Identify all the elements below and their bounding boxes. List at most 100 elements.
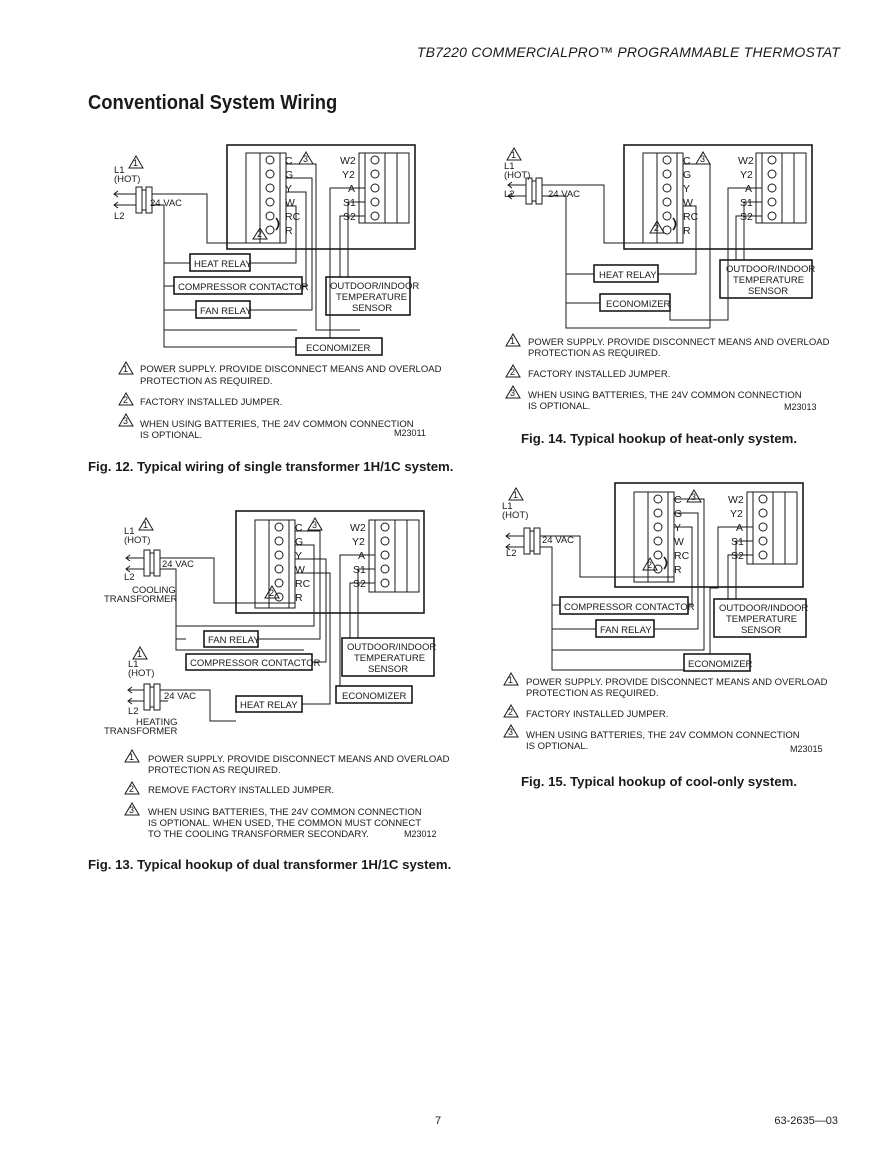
svg-text:G: G [683, 169, 691, 181]
svg-text:24 VAC: 24 VAC [542, 535, 574, 546]
svg-text:IS OPTIONAL.: IS OPTIONAL. [528, 401, 590, 412]
fig13-diagram: C G Y W RC R 2 3 W2 Y2 A S1 S2 1 L1 (HOT… [100, 508, 450, 843]
fig13-caption: Fig. 13. Typical hookup of dual transfor… [88, 857, 452, 872]
note2-marker: 2 [257, 229, 262, 239]
svg-text:POWER SUPPLY. PROVIDE DISCONN: POWER SUPPLY. PROVIDE DISCONNECT MEANS A… [528, 337, 830, 348]
fig12-notes: 1 POWER SUPPLY. PROVIDE DISCONNECT MEANS… [118, 361, 442, 441]
terminal-a: A [348, 183, 355, 195]
svg-text:ECONOMIZER: ECONOMIZER [606, 299, 671, 310]
svg-text:W: W [295, 564, 305, 576]
svg-text:W2: W2 [350, 522, 366, 534]
fig14-diagram: C G Y W RC R 2 3 W2 Y2 A S1 S2 1 L1 (HOT… [500, 140, 830, 415]
svg-text:R: R [683, 225, 691, 237]
compressor-contactor-label: COMPRESSOR CONTACTOR [178, 282, 309, 293]
page-number: 7 [435, 1115, 442, 1127]
svg-text:IS OPTIONAL.: IS OPTIONAL. [140, 430, 202, 441]
svg-text:ECONOMIZER: ECONOMIZER [342, 691, 407, 702]
svg-text:Y: Y [295, 550, 302, 562]
svg-text:S2: S2 [731, 550, 744, 562]
svg-text:C: C [683, 155, 691, 167]
svg-text:IS OPTIONAL.: IS OPTIONAL. [526, 741, 588, 752]
fig14-code: M23013 [784, 402, 817, 412]
svg-text:3: 3 [510, 388, 515, 398]
svg-text:G: G [295, 536, 303, 548]
svg-text:OUTDOOR/INDOOR: OUTDOOR/INDOOR [726, 264, 815, 275]
svg-text:OUTDOOR/INDOOR: OUTDOOR/INDOOR [330, 281, 419, 292]
economizer-label: ECONOMIZER [306, 343, 371, 354]
fan-relay-label: FAN RELAY [200, 306, 252, 317]
vac-label: 24 VAC [150, 198, 182, 209]
fig15-wiring-svg: C G Y W RC R 2 3 W2 Y2 A S1 S2 1 L1 (HOT… [502, 482, 828, 754]
svg-text:TRANSFORMER: TRANSFORMER [104, 594, 178, 605]
svg-text:L1: L1 [504, 161, 515, 172]
svg-text:L2: L2 [506, 548, 517, 559]
svg-text:S1: S1 [731, 536, 744, 548]
svg-text:1: 1 [137, 649, 142, 659]
terminal-w: W [285, 197, 295, 209]
note3-marker: 3 [303, 154, 308, 164]
sensor-box [325, 276, 411, 316]
svg-text:WHEN USING BATTERIES, THE 24V: WHEN USING BATTERIES, THE 24V COMMON CON… [528, 390, 802, 401]
fig14-wiring-svg: C G Y W RC R 2 3 W2 Y2 A S1 S2 1 L1 (HOT… [504, 144, 830, 412]
svg-text:POWER SUPPLY. PROVIDE DISCONN: POWER SUPPLY. PROVIDE DISCONNECT MEANS A… [526, 677, 828, 688]
svg-text:R: R [674, 564, 682, 576]
svg-text:L2: L2 [128, 706, 139, 717]
svg-text:PROTECTION AS REQUIRED.: PROTECTION AS REQUIRED. [148, 765, 281, 776]
svg-text:1: 1 [123, 364, 128, 374]
svg-text:OUTDOOR/INDOOR: OUTDOOR/INDOOR [347, 642, 436, 653]
svg-text:COMPRESSOR CONTACTOR: COMPRESSOR CONTACTOR [564, 602, 695, 613]
terminal-y2: Y2 [342, 169, 355, 181]
svg-text:WHEN USING BATTERIES, THE 24V: WHEN USING BATTERIES, THE 24V COMMON CON… [526, 730, 800, 741]
svg-text:OUTDOOR/INDOOR: OUTDOOR/INDOOR [719, 603, 808, 614]
fig12-wiring-svg: C G Y W RC R 2 3 W2 Y2 A S1 S2 1 L1 (HOT… [113, 144, 442, 441]
svg-text:Y2: Y2 [740, 169, 753, 181]
hot-label: (HOT) [114, 174, 140, 185]
svg-text:TEMPERATURE: TEMPERATURE [354, 653, 425, 664]
svg-text:(HOT): (HOT) [124, 535, 150, 546]
svg-text:24 VAC: 24 VAC [164, 691, 196, 702]
svg-text:Y2: Y2 [730, 508, 743, 520]
svg-text:(HOT): (HOT) [128, 668, 154, 679]
svg-text:3: 3 [691, 492, 696, 502]
svg-text:3: 3 [508, 727, 513, 737]
svg-text:FAN RELAY: FAN RELAY [208, 635, 260, 646]
svg-text:L2: L2 [124, 572, 135, 583]
svg-text:COOLING: COOLING [132, 585, 176, 596]
svg-text:2: 2 [123, 395, 128, 405]
fig12-caption: Fig. 12. Typical wiring of single transf… [88, 459, 454, 474]
svg-text:3: 3 [129, 805, 134, 815]
section-title: Conventional System Wiring [88, 92, 338, 114]
svg-text:2: 2 [269, 588, 274, 598]
svg-text:1: 1 [510, 336, 515, 346]
svg-text:S2: S2 [740, 211, 753, 223]
svg-text:3: 3 [312, 520, 317, 530]
svg-text:TEMPERATURE: TEMPERATURE [726, 614, 797, 625]
svg-text:HEATING: HEATING [136, 717, 178, 728]
svg-text:2: 2 [508, 707, 513, 717]
svg-text:1: 1 [508, 675, 513, 685]
svg-text:W2: W2 [738, 155, 754, 167]
terminal-r: R [285, 225, 293, 237]
svg-text:COMPRESSOR CONTACTOR: COMPRESSOR CONTACTOR [190, 658, 321, 669]
fig12-code: M23011 [394, 428, 426, 438]
svg-text:Y: Y [674, 522, 681, 534]
fig15-caption: Fig. 15. Typical hookup of cool-only sys… [521, 774, 798, 789]
svg-text:W: W [683, 197, 693, 209]
svg-text:FACTORY INSTALLED JUMPER.: FACTORY INSTALLED JUMPER. [140, 397, 282, 408]
svg-text:1: 1 [133, 158, 138, 168]
terminal-rc: RC [285, 211, 301, 223]
heat-relay-label: HEAT RELAY [194, 259, 252, 270]
svg-text:S2: S2 [353, 578, 366, 590]
svg-text:SENSOR: SENSOR [352, 303, 392, 314]
svg-text:24 VAC: 24 VAC [162, 559, 194, 570]
terminal-c: C [285, 155, 293, 167]
svg-text:TEMPERATURE: TEMPERATURE [336, 292, 407, 303]
svg-text:C: C [295, 522, 303, 534]
svg-text:SENSOR: SENSOR [741, 625, 781, 636]
svg-text:(HOT): (HOT) [504, 170, 530, 181]
thermostat-subbase [226, 144, 416, 250]
svg-text:REMOVE FACTORY INSTALLED JUMPE: REMOVE FACTORY INSTALLED JUMPER. [148, 785, 334, 796]
svg-text:W: W [674, 536, 684, 548]
svg-text:L1: L1 [124, 526, 135, 537]
svg-text:TO THE COOLING TRANSFORMER SEC: TO THE COOLING TRANSFORMER SECONDARY. [148, 829, 369, 840]
